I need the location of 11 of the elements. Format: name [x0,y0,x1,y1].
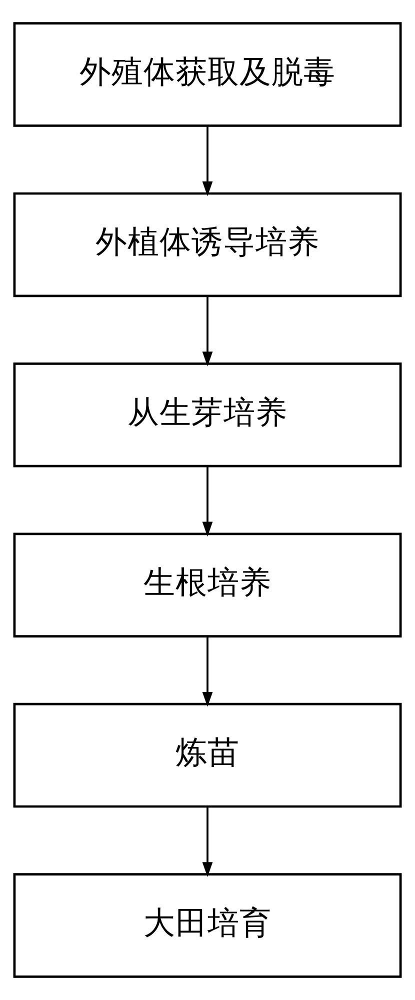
arrow [202,296,213,366]
node-box: 外植体诱导培养 [13,192,402,298]
arrow [202,636,213,707]
node-box: 大田培育 [13,873,402,978]
arrow [202,466,213,537]
node-box: 从生芽培养 [13,362,402,468]
node-box: 外殖体获取及脱毒 [13,22,402,127]
arrow [202,126,213,196]
arrow [202,806,213,877]
node-box: 炼苗 [13,702,402,808]
node-box: 生根培养 [13,532,402,638]
